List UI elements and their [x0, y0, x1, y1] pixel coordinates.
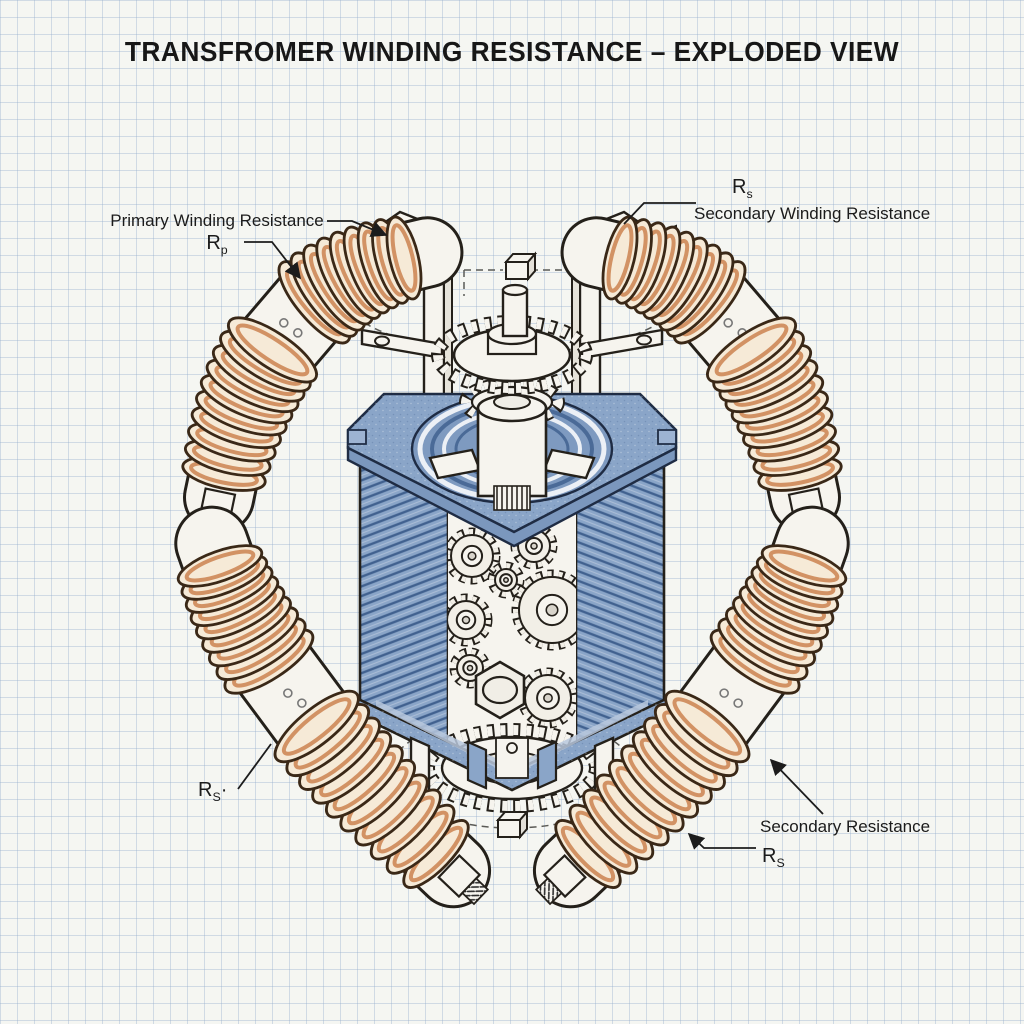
secondary-top-symbol: Rs: [732, 176, 753, 201]
primary-symbol: Rp: [206, 232, 228, 258]
label-secondary-resistance-bottom: Secondary Resistance RS: [760, 816, 930, 872]
label-primary-winding-resistance: Primary Winding Resistance Rp: [110, 210, 324, 259]
secondary-winding-coil-top-right: [560, 215, 843, 538]
secondary-left-symbol: RS·: [198, 779, 228, 804]
secondary-top-label-text: Secondary Winding Resistance: [694, 203, 931, 223]
secondary-bottom-label-text: Secondary Resistance: [760, 817, 931, 836]
diagram-title: TRANSFROMER WINDING RESISTANCE – EXPLODE…: [124, 36, 900, 67]
label-secondary-winding-resistance: Rs Secondary Winding Resistance: [694, 175, 934, 224]
secondary-winding-coil-bottom-left: [174, 505, 492, 909]
leader-lines: [237, 202, 824, 850]
top-shaft-gear-assembly: [431, 283, 593, 511]
primary-label-text: Primary Winding Resistance: [110, 211, 324, 230]
secondary-bottom-symbol: RS: [762, 845, 785, 871]
label-secondary-resistance-left: RS·: [198, 778, 227, 806]
primary-winding-coil-top-left: [181, 215, 464, 538]
secondary-winding-coil-bottom-right: [532, 505, 850, 909]
